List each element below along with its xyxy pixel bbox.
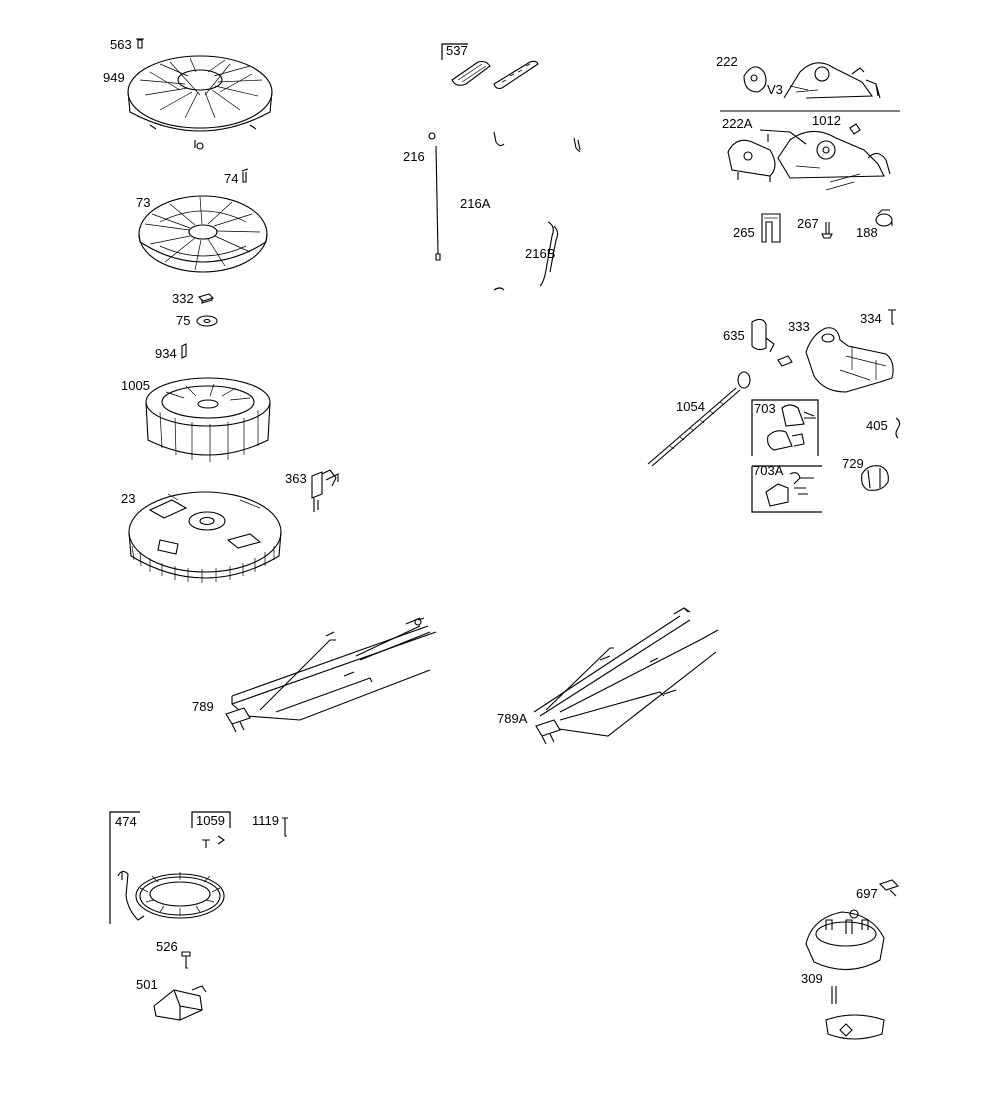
part-1054-dipstick-drawing: [647, 371, 751, 467]
part-216A-spring-drawing: [493, 131, 581, 153]
label-789: 789: [192, 699, 214, 714]
box-703: [751, 399, 819, 456]
part-703-drawing: [767, 404, 816, 451]
part-222A-bracket-assembly-drawing: [727, 123, 891, 191]
label-V3: V3: [767, 82, 783, 97]
label-405: 405: [866, 418, 888, 433]
label-1059: 1059: [196, 813, 225, 828]
label-1012: 1012: [812, 113, 841, 128]
part-537-choke-link-drawing: [451, 60, 539, 90]
label-1119: 1119: [252, 813, 279, 828]
part-789-wiring-harness-drawing: [225, 617, 437, 733]
part-703A-drawing: [765, 472, 814, 507]
part-635-drawing: [751, 318, 775, 353]
label-222: 222: [716, 54, 738, 69]
part-1119-screw-drawing: [282, 817, 288, 837]
label-216B: 216B: [525, 246, 555, 261]
label-216: 216: [403, 149, 425, 164]
label-635: 635: [723, 328, 745, 343]
label-729: 729: [842, 456, 864, 471]
part-474-alternator-drawing: [117, 870, 225, 921]
label-1054: 1054: [676, 399, 705, 414]
label-789A: 789A: [497, 711, 528, 726]
label-309: 309: [801, 971, 823, 986]
label-74: 74: [224, 171, 238, 186]
label-334: 334: [860, 311, 882, 326]
label-267: 267: [797, 216, 819, 231]
box-537: [441, 43, 468, 60]
part-563-screw-drawing: [136, 38, 144, 49]
part-23-flywheel-drawing: [128, 491, 282, 583]
label-363: 363: [285, 471, 307, 486]
part-74-screw-drawing: [241, 168, 249, 183]
label-75: 75: [176, 313, 190, 328]
label-332: 332: [172, 291, 194, 306]
part-334-screw-drawing: [888, 309, 896, 325]
part-333-drawing: [777, 327, 894, 393]
label-703: 703: [754, 401, 776, 416]
label-23: 23: [121, 491, 135, 506]
box-1059: [191, 811, 231, 828]
part-216B-link-drawing: [493, 221, 559, 291]
label-501: 501: [136, 977, 158, 992]
label-697: 697: [856, 886, 878, 901]
part-729-drawing: [861, 465, 889, 491]
label-188: 188: [856, 225, 878, 240]
box-703A: [751, 465, 822, 513]
part-789A-wiring-harness-drawing: [533, 607, 719, 745]
label-333: 333: [788, 319, 810, 334]
label-563: 563: [110, 37, 132, 52]
part-405-drawing: [895, 417, 901, 439]
part-949-blower-housing-drawing: [127, 55, 273, 150]
part-1005-fan-drawing: [145, 377, 271, 462]
part-216-link-drawing: [428, 132, 441, 261]
part-501-bracket-drawing: [153, 985, 207, 1021]
part-697-screw-drawing: [878, 879, 900, 897]
box-474: [109, 811, 140, 924]
part-73-screen-drawing: [138, 195, 268, 273]
part-332-nut-drawing: [197, 293, 215, 304]
label-265: 265: [733, 225, 755, 240]
part-363-clip-drawing: [311, 469, 339, 512]
part-309-starter-drawing: [805, 909, 885, 1040]
label-216A: 216A: [460, 196, 491, 211]
part-1059-screws-drawing: [202, 835, 225, 848]
part-75-washer-drawing: [196, 315, 218, 327]
label-537: 537: [446, 43, 468, 58]
part-222-control-bracket-drawing: [743, 62, 881, 99]
label-1005: 1005: [121, 378, 150, 393]
label-703A: 703A: [753, 463, 784, 478]
part-265-drawing: [761, 213, 781, 243]
part-526-screw-drawing: [181, 951, 191, 969]
label-222A: 222A: [722, 116, 753, 131]
part-934-key-drawing: [181, 343, 187, 359]
part-188-nut-drawing: [875, 209, 893, 227]
label-934: 934: [155, 346, 177, 361]
label-474: 474: [115, 814, 137, 829]
label-73: 73: [136, 195, 150, 210]
part-267-screw-drawing: [821, 222, 833, 239]
label-526: 526: [156, 939, 178, 954]
label-949: 949: [103, 70, 125, 85]
